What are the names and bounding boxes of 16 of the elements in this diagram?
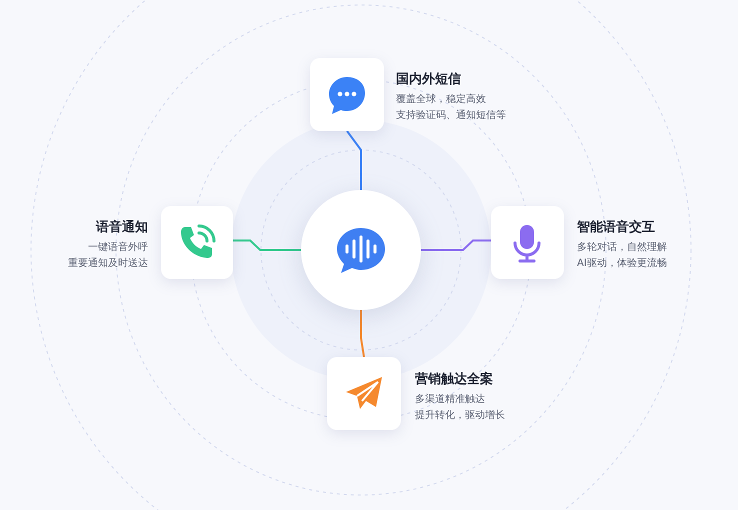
feature-description: 一键语音外呼: [88, 240, 148, 254]
feature-description: 提升转化，驱动增长: [415, 408, 505, 422]
feature-description: 重要通知及时送达: [68, 256, 148, 270]
connector-line: [346, 130, 362, 190]
connector-line: [360, 310, 365, 358]
feature-description: 覆盖全球，稳定高效: [396, 92, 486, 106]
feature-description: 多渠道精准触达: [415, 392, 485, 406]
feature-title: 语音通知: [96, 218, 148, 236]
feature-description: 多轮对话，自然理解: [577, 240, 667, 254]
feature-description: AI驱动，体验更流畅: [577, 256, 667, 270]
feature-title: 国内外短信: [396, 71, 461, 88]
feature-description: 支持验证码、通知短信等: [396, 108, 506, 122]
feature-title: 智能语音交互: [577, 218, 655, 236]
feature-title: 营销触达全案: [415, 370, 493, 388]
connector-line: [233, 240, 301, 251]
connector-line: [421, 240, 491, 251]
